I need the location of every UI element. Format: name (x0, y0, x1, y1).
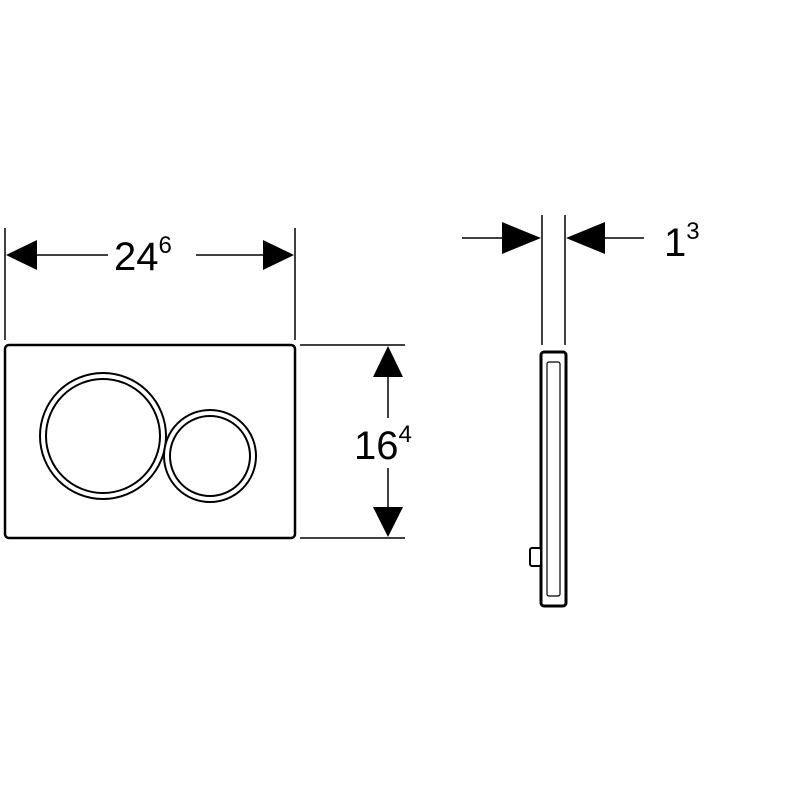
thickness-dimension: 13 (462, 218, 700, 265)
width-arrow-right (263, 240, 294, 270)
small-flush-button (163, 409, 257, 503)
side-view: 13 (462, 215, 700, 608)
plate-side-profile-outer (539, 350, 568, 608)
plate-mounting-nub (529, 547, 542, 567)
height-dimension: 164 (354, 346, 412, 537)
large-flush-button (39, 372, 167, 500)
width-label-sup: 6 (159, 232, 172, 259)
width-label: 246 (114, 232, 172, 279)
width-label-main: 24 (114, 235, 159, 279)
plate-side-profile-inner (546, 361, 561, 597)
front-view: 246 164 (3, 228, 412, 540)
thickness-label-main: 1 (664, 221, 686, 265)
width-arrow-left (6, 240, 37, 270)
height-arrow-top (373, 346, 403, 377)
height-label-main: 16 (354, 424, 399, 468)
height-label: 164 (354, 421, 412, 468)
thickness-arrow-right (566, 222, 605, 254)
height-label-sup: 4 (399, 421, 412, 448)
large-button-inner-ring (45, 378, 161, 494)
width-dimension: 246 (6, 232, 294, 279)
height-arrow-bottom (373, 507, 403, 537)
thickness-arrow-left (502, 222, 541, 254)
thickness-label-sup: 3 (686, 218, 699, 245)
large-button-outer-ring (39, 372, 167, 500)
small-button-inner-ring (169, 415, 251, 497)
thickness-label: 13 (664, 218, 700, 265)
